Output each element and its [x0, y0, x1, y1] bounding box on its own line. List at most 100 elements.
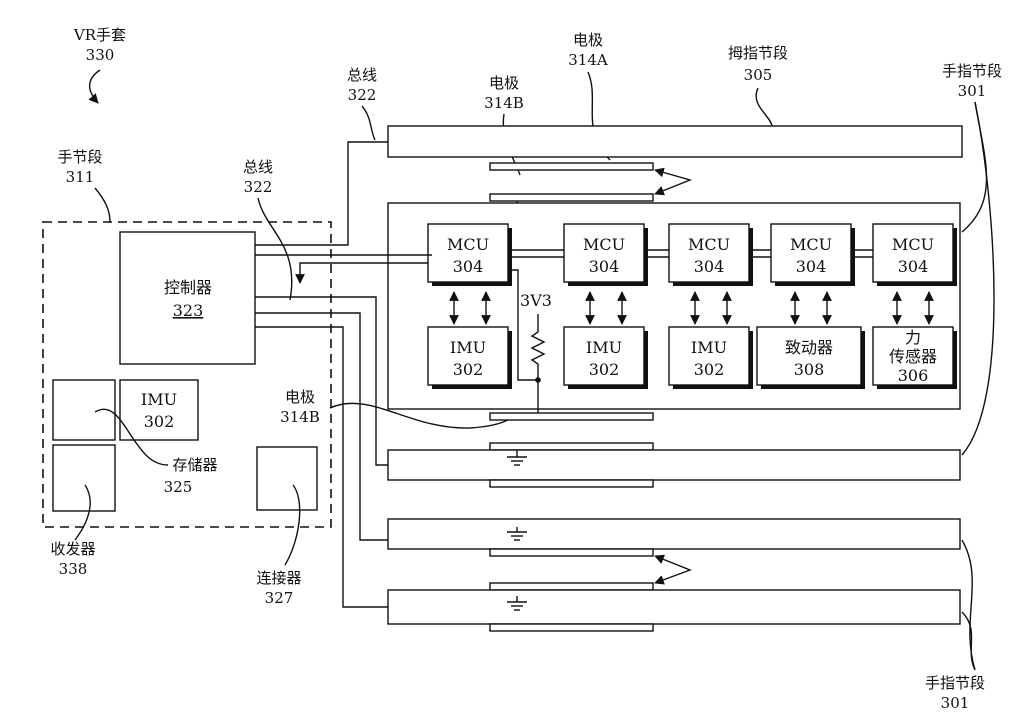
mcu-block-4: MCU 304 [770, 223, 855, 286]
bus-wires [255, 141, 432, 608]
hand-imu-block [119, 379, 199, 441]
bus-ref-mid: 322 [244, 178, 273, 196]
finger-segment-ref-top: 301 [958, 82, 987, 100]
force-sensor-block: 力 传感器 306 [872, 326, 957, 389]
thumb-segment-label: 拇指节段 [728, 44, 788, 62]
actuator-label: 致动器 [785, 338, 833, 357]
electrode-314b-mid-ref: 314B [280, 408, 320, 426]
finger2-bar [387, 449, 961, 481]
controller-label: 控制器 [164, 278, 212, 297]
mcu-sense-wire [512, 269, 538, 381]
electrode-314b-strip [489, 412, 654, 421]
connector-ref: 327 [265, 589, 294, 607]
transceiver-block [52, 444, 116, 512]
imu-label-2: IMU [586, 338, 622, 357]
controller-block [119, 231, 256, 365]
mcu-label-2: MCU [583, 235, 625, 254]
transceiver-ref: 338 [59, 560, 88, 578]
glove-ref: 330 [86, 46, 115, 64]
electrode-314a-ref: 314A [568, 51, 608, 69]
bus-label-top: 总线 [347, 66, 377, 84]
transceiver-label: 收发器 [50, 540, 95, 558]
mcu-block-5: MCU 304 [872, 223, 957, 286]
mcu-block-1: MCU 304 [427, 223, 512, 286]
mcu-ref-5: 304 [898, 257, 929, 276]
electrode-314b-label: 电极 [489, 74, 519, 92]
mcu-block-2: MCU 304 [563, 223, 648, 286]
finger-segment-label-bottom: 手指节段 [925, 674, 985, 692]
hand-segment-leader [94, 187, 111, 223]
electrode-314a-upper [489, 162, 654, 171]
mcu-ref-3: 304 [694, 257, 725, 276]
electrode-314b-ref: 314B [484, 94, 524, 112]
imu-label-1: IMU [450, 338, 486, 357]
glove-arrow [88, 69, 101, 104]
voltage-label: 3V3 [520, 291, 552, 310]
finger2-electrode-upper [489, 442, 654, 451]
imu-block-2: IMU 302 [563, 326, 648, 389]
bus-ref-top: 322 [348, 86, 377, 104]
controller-ref: 323 [173, 301, 204, 320]
electrode-314a-label: 电极 [573, 31, 603, 49]
imu-label-3: IMU [691, 338, 727, 357]
bus-leader-mid [257, 197, 293, 301]
finger3-electrode-contact [654, 554, 692, 585]
hand-imu-ref: 302 [144, 412, 175, 431]
thumb-segment-bar [387, 125, 963, 158]
mcu-label-4: MCU [790, 235, 832, 254]
imu-ref-1: 302 [453, 360, 484, 379]
hand-segment-ref: 311 [66, 168, 95, 186]
connector-label: 连接器 [256, 569, 301, 587]
electrode-314a-lower [489, 193, 654, 202]
connector-block [256, 446, 318, 511]
finger-leader-top-b [961, 101, 995, 456]
finger3-bar [387, 518, 961, 550]
mcu-bus-links [508, 249, 873, 258]
finger4-bar [387, 589, 961, 625]
mcu-block-3: MCU 304 [668, 223, 753, 286]
thumb-segment-leader [755, 87, 773, 127]
finger3-electrode-upper [489, 548, 654, 557]
storage-leader [94, 408, 169, 466]
electrode-314a-contact [654, 167, 693, 196]
storage-label: 存储器 [172, 456, 217, 474]
force-sensor-label-2: 传感器 [889, 347, 937, 366]
bus-leader-top [361, 105, 376, 141]
transceiver-leader [74, 484, 91, 541]
mcu-label-1: MCU [447, 235, 489, 254]
finger-leader-bottom-a [961, 539, 976, 671]
glove-title: VR手套 [73, 26, 126, 44]
thumb-segment-ref: 305 [744, 66, 773, 84]
actuator-block: 致动器 308 [756, 326, 865, 389]
finger2-electrode-lower [489, 479, 654, 488]
imu-block-3: IMU 302 [668, 326, 753, 389]
bus-label-mid: 总线 [243, 158, 273, 176]
imu-block-1: IMU 302 [427, 326, 512, 389]
finger-segment-label-top: 手指节段 [942, 62, 1002, 80]
mcu-label-3: MCU [688, 235, 730, 254]
mcu-ref-4: 304 [796, 257, 827, 276]
force-sensor-label-1: 力 [905, 328, 921, 347]
connector-leader [284, 484, 301, 566]
hand-imu-label: IMU [141, 390, 177, 409]
actuator-ref: 308 [794, 360, 825, 379]
mcu-label-5: MCU [892, 235, 934, 254]
storage-ref: 325 [164, 478, 193, 496]
mcu-ref-2: 304 [589, 257, 620, 276]
finger-segment-ref-bottom: 301 [941, 694, 970, 712]
finger3-electrode-lower [489, 582, 654, 591]
mcu-ref-1: 304 [453, 257, 484, 276]
hand-segment-box [42, 221, 332, 528]
force-sensor-ref: 306 [898, 366, 929, 385]
pullup-resistor [530, 314, 546, 380]
imu-ref-2: 302 [589, 360, 620, 379]
ground-symbol-4 [507, 596, 527, 611]
mcu-peripheral-arrows [449, 291, 934, 325]
ground-symbol-3 [507, 527, 527, 541]
finger4-electrode [489, 623, 654, 632]
finger-leader-top-a [961, 101, 988, 233]
hand-segment-label: 手节段 [57, 148, 102, 166]
ground-symbol-2 [507, 450, 527, 466]
electrode-314b-mid-label: 电极 [285, 388, 315, 406]
